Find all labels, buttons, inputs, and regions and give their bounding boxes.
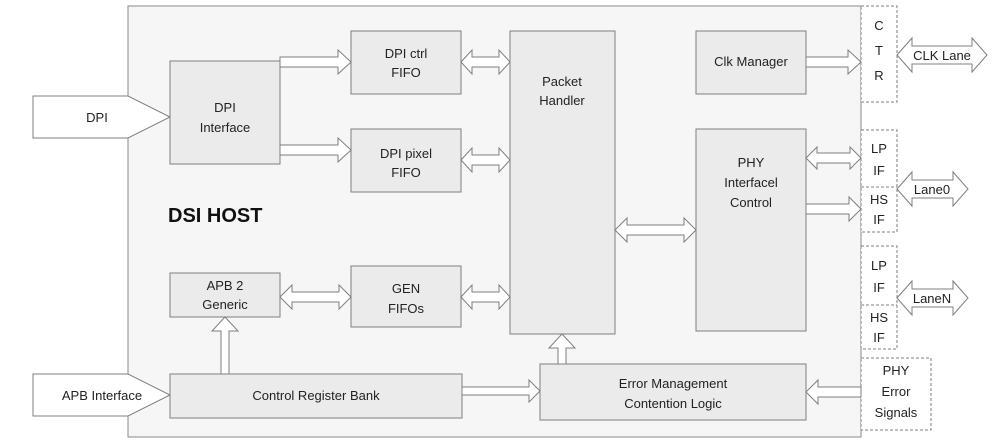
svg-text:Interface: Interface	[200, 120, 251, 135]
hs-if-n: HS	[870, 310, 888, 325]
svg-text:C: C	[874, 18, 883, 33]
arrow-gen-fifos-packet-handler	[460, 283, 511, 311]
svg-text:DPI ctrl: DPI ctrl	[385, 46, 428, 61]
arrow-ctrl-fifo-packet-handler	[460, 48, 511, 76]
arrow-phy-lanen	[896, 279, 969, 317]
clk-lane-label: CLK Lane	[913, 48, 971, 63]
arrow-packet-handler-phy-control	[614, 216, 697, 244]
svg-text:DPI: DPI	[86, 110, 108, 125]
svg-text:Error: Error	[882, 384, 912, 399]
svg-text:Signals: Signals	[875, 405, 918, 420]
svg-text:IF: IF	[873, 212, 885, 227]
svg-text:APB 2: APB 2	[207, 278, 244, 293]
dsi-host-title: DSI HOST	[168, 205, 262, 227]
svg-text:FIFO: FIFO	[391, 165, 421, 180]
lane0-label: Lane0	[914, 182, 950, 197]
lp-if-0: LP	[871, 141, 887, 156]
packet-handler-block: Packet Handler	[509, 30, 616, 335]
svg-text:Control Register Bank: Control Register Bank	[252, 388, 380, 403]
svg-text:FIFOs: FIFOs	[388, 301, 425, 316]
ctr-block: C T R	[860, 5, 898, 103]
arrow-ctr-clk-lane	[896, 36, 988, 74]
svg-text:APB Interface: APB Interface	[62, 388, 142, 403]
control-register-bank-block: Control Register Bank	[169, 373, 463, 419]
arrow-apb-generic-gen-fifos	[279, 283, 352, 311]
lanen-label: LaneN	[913, 291, 951, 306]
lp-if-n: LP	[871, 258, 887, 273]
arrow-phy-error-to-error-mgmt	[805, 378, 862, 406]
arrow-dpi-to-pixel-fifo	[279, 136, 352, 164]
svg-text:IF: IF	[873, 280, 885, 295]
svg-text:FIFO: FIFO	[391, 65, 421, 80]
phy-error-signals-block: PHY Error Signals	[860, 357, 932, 431]
hs-if-0: HS	[870, 192, 888, 207]
svg-text:T: T	[875, 43, 883, 58]
dpi-ctrl-fifo-block: DPI ctrl FIFO	[350, 30, 462, 95]
svg-text:R: R	[874, 68, 883, 83]
svg-text:Control: Control	[730, 195, 772, 210]
lanen-phy-group: LP IF HS IF	[860, 245, 898, 350]
dpi-interface-block: DPI Interface	[169, 60, 281, 165]
svg-text:Packet: Packet	[542, 74, 582, 89]
svg-text:DPI pixel: DPI pixel	[380, 146, 432, 161]
svg-text:DPI: DPI	[214, 100, 236, 115]
arrow-error-mgmt-to-packet-handler	[547, 333, 577, 365]
phy-interface-control-block: PHY Interfacel Control	[695, 128, 807, 332]
svg-text:GEN: GEN	[392, 281, 420, 296]
arrow-phy-control-lp-if-0	[805, 145, 862, 171]
apb-generic-block: APB 2 Generic	[169, 272, 281, 318]
clk-manager-block: Clk Manager	[695, 30, 807, 95]
svg-text:Interfacel: Interfacel	[724, 175, 778, 190]
arrow-dpi-to-ctrl-fifo	[279, 48, 352, 76]
dpi-input-arrow: DPI	[32, 95, 172, 139]
svg-text:IF: IF	[873, 330, 885, 345]
apb-interface-input-arrow: APB Interface	[32, 373, 172, 417]
arrow-clk-manager-ctr	[805, 48, 862, 76]
gen-fifos-block: GEN FIFOs	[350, 265, 462, 328]
svg-text:Generic: Generic	[202, 297, 248, 312]
arrow-phy-control-hs-if-0	[805, 195, 862, 223]
error-management-block: Error Management Contention Logic	[539, 363, 807, 421]
svg-text:IF: IF	[873, 163, 885, 178]
svg-text:PHY: PHY	[883, 363, 910, 378]
lane0-phy-group: LP IF HS IF	[860, 129, 898, 233]
svg-text:Clk Manager: Clk Manager	[714, 54, 788, 69]
arrow-register-bank-to-apb-generic	[210, 316, 240, 375]
arrow-register-bank-to-error-mgmt	[461, 378, 541, 404]
svg-text:PHY: PHY	[738, 155, 765, 170]
arrow-phy-lane0	[896, 170, 969, 208]
svg-text:Handler: Handler	[539, 93, 585, 108]
svg-text:Contention Logic: Contention Logic	[624, 396, 722, 411]
dpi-pixel-fifo-block: DPI pixel FIFO	[350, 128, 462, 193]
svg-text:Error Management: Error Management	[619, 376, 728, 391]
arrow-pixel-fifo-packet-handler	[460, 146, 511, 174]
